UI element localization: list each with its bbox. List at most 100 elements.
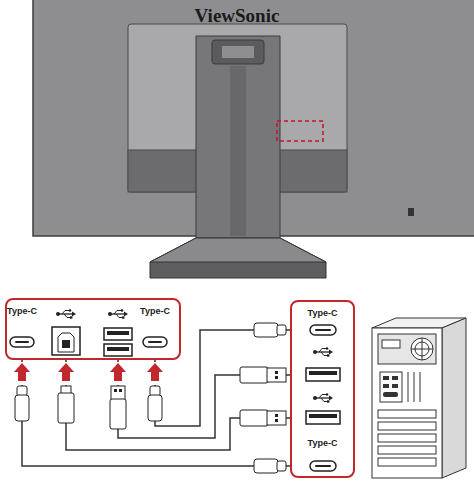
cable bbox=[66, 360, 290, 450]
monitor-port-panel-part bbox=[58, 333, 74, 352]
pc-tower-part bbox=[392, 384, 398, 388]
monitor-illustration-part bbox=[212, 40, 264, 64]
insert-arrow-part bbox=[147, 363, 163, 381]
pc-tower-part bbox=[383, 376, 389, 380]
cable-plug-part-part bbox=[275, 419, 278, 422]
monitor-illustration-part bbox=[222, 46, 254, 58]
monitor-port-panel-part bbox=[104, 328, 132, 340]
cable-plug-part-part bbox=[240, 410, 268, 426]
cable-plug-part bbox=[240, 410, 286, 426]
pc-tower-part bbox=[372, 328, 442, 478]
pc-port-panel-part bbox=[310, 461, 336, 471]
port-panel: Type-C Type-C bbox=[290, 300, 355, 478]
pc-tower-part bbox=[378, 434, 436, 442]
usb-symbol-part bbox=[114, 311, 121, 315]
monitor-illustration-part bbox=[150, 238, 326, 262]
pc-tower-part bbox=[408, 372, 409, 402]
cable-plug-part-part bbox=[58, 393, 74, 423]
usb-symbol bbox=[108, 309, 128, 319]
insert-arrow-part bbox=[14, 363, 30, 381]
cable bbox=[118, 360, 290, 438]
pc-tower-part bbox=[378, 422, 436, 430]
port-highlight bbox=[277, 121, 323, 141]
monitor-port-panel-part bbox=[10, 337, 34, 347]
pc-tower-part bbox=[392, 376, 398, 380]
monitor-illustration bbox=[33, 0, 474, 278]
insert-arrow-part bbox=[145, 362, 165, 385]
cable-plug-part-part bbox=[240, 367, 268, 383]
pc-tower-part bbox=[383, 384, 389, 388]
port-label: Type-C bbox=[140, 306, 170, 316]
cable-plug bbox=[15, 323, 286, 473]
pc-tower bbox=[372, 318, 466, 478]
cable-plug-part-part bbox=[110, 399, 126, 429]
pc-tower-part bbox=[378, 334, 436, 364]
cable-plug-part bbox=[240, 367, 286, 383]
cable-plug-part bbox=[58, 386, 74, 423]
monitor-port-panel-part bbox=[52, 327, 80, 355]
cable-plug-part-part bbox=[277, 461, 286, 471]
port-label: Type-C bbox=[308, 438, 338, 448]
pc-tower-part bbox=[442, 318, 466, 478]
usb-symbol-part bbox=[122, 316, 124, 318]
cable-plug-part bbox=[148, 386, 162, 421]
usb-symbol-part bbox=[121, 309, 124, 312]
insert-arrow-part bbox=[56, 362, 76, 385]
pc-port-panel-part bbox=[315, 329, 331, 331]
usb-symbol-part bbox=[319, 395, 326, 399]
pc-tower-part bbox=[420, 372, 421, 402]
usb-symbol-part bbox=[62, 311, 69, 315]
cable-plug-part-part bbox=[275, 371, 278, 374]
pc-tower-part bbox=[414, 372, 415, 402]
monitor-illustration-part bbox=[230, 66, 246, 236]
cable-plug-part bbox=[254, 459, 286, 473]
monitor-port-panel-part bbox=[143, 337, 167, 347]
usb-symbol bbox=[313, 347, 333, 357]
cable-plug-part-part bbox=[275, 414, 278, 417]
usb-symbol-part bbox=[69, 309, 72, 312]
cable-plug-part-part bbox=[148, 395, 162, 421]
insert-arrow-part bbox=[12, 362, 32, 385]
usb-symbol-part bbox=[64, 314, 70, 318]
insert-arrow bbox=[12, 362, 165, 385]
monitor-port-panel-part bbox=[148, 341, 162, 343]
pc-tower-part bbox=[378, 410, 436, 418]
usb-symbol bbox=[313, 393, 333, 403]
cable-plug-part bbox=[254, 323, 286, 337]
pc-tower-part bbox=[378, 458, 436, 466]
cable bbox=[22, 360, 290, 466]
port-label: Type-C bbox=[7, 306, 37, 316]
port-label: Type-C bbox=[308, 308, 338, 318]
pc-port-panel-part bbox=[306, 411, 340, 424]
monitor-port-panel bbox=[5, 298, 181, 360]
insert-arrow-part bbox=[110, 363, 126, 381]
monitor-port-panel-part bbox=[107, 347, 129, 351]
usb-symbol-part bbox=[329, 396, 333, 401]
monitor-port-panel-part bbox=[62, 340, 70, 348]
pc-tower-part bbox=[422, 338, 423, 360]
monitor-port-panel-part bbox=[107, 331, 129, 335]
cable-plug-part-part bbox=[267, 368, 286, 382]
usb-symbol-part bbox=[319, 349, 326, 353]
cable-plug-part-part bbox=[119, 389, 122, 392]
usb-symbol-part bbox=[327, 354, 329, 356]
monitor-illustration-part bbox=[196, 36, 280, 240]
pc-tower-part bbox=[383, 392, 398, 397]
usb-symbol-part bbox=[124, 312, 128, 317]
usb-symbol-part bbox=[326, 393, 329, 396]
cable-plug-part-part bbox=[15, 395, 29, 421]
pc-port-panel-part bbox=[310, 325, 336, 335]
pc-port-panel-part bbox=[315, 465, 331, 467]
usb-symbol bbox=[56, 309, 76, 319]
pc-port-panel-part bbox=[309, 414, 337, 418]
usb-symbol-part bbox=[70, 316, 72, 318]
usb-symbol-part bbox=[116, 314, 122, 318]
pc-tower-part bbox=[380, 372, 402, 402]
monitor-port-panel-part bbox=[15, 341, 29, 343]
cable-plug-part-part bbox=[114, 389, 117, 392]
cable-plug-part-part bbox=[111, 386, 125, 400]
pc-tower-part bbox=[378, 446, 436, 454]
usb-symbol-part bbox=[321, 398, 327, 402]
